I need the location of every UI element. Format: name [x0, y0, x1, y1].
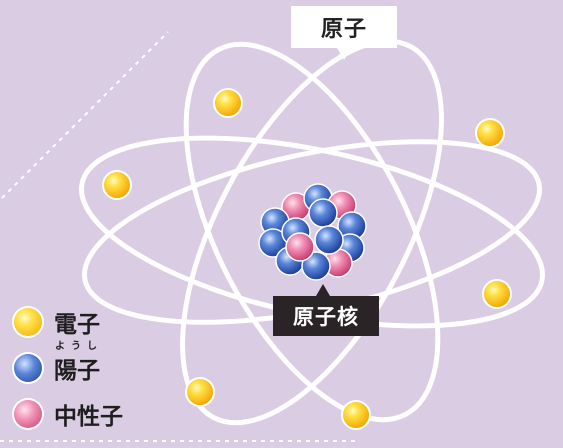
electron	[213, 88, 243, 118]
legend-item-electron: 電子	[14, 300, 154, 346]
legend-label-proton: 陽子	[54, 358, 100, 384]
nucleus-label-text: 原子核	[293, 305, 359, 329]
legend-item-proton: ようし 陽子	[14, 341, 154, 392]
proton-swatch-icon	[14, 354, 42, 382]
electron-group	[102, 88, 512, 430]
nucleus	[258, 183, 367, 281]
nucleus-label: 原子核	[273, 284, 379, 336]
orbit-4	[180, 38, 444, 426]
proton	[314, 225, 344, 255]
electron	[482, 279, 512, 309]
atom-label: 原子	[291, 6, 397, 60]
electron	[102, 170, 132, 200]
legend-item-neutron: 中性子	[14, 392, 154, 438]
neutron	[285, 232, 315, 262]
electron	[341, 400, 371, 430]
electron	[475, 118, 505, 148]
orbit-3	[183, 41, 441, 423]
proton	[308, 198, 338, 228]
legend: 電子 ようし 陽子 中性子	[14, 300, 154, 438]
proton	[301, 251, 331, 281]
atom-label-text: 原子	[320, 17, 367, 42]
legend-label-neutron: 中性子	[54, 404, 123, 430]
legend-ruby-proton: ようし	[55, 341, 103, 352]
neutron-swatch-icon	[14, 400, 42, 428]
electron	[185, 377, 215, 407]
electron-swatch-icon	[14, 308, 42, 336]
dotted-guide-diagonal	[1, 31, 169, 199]
legend-label-electron: 電子	[54, 312, 100, 338]
